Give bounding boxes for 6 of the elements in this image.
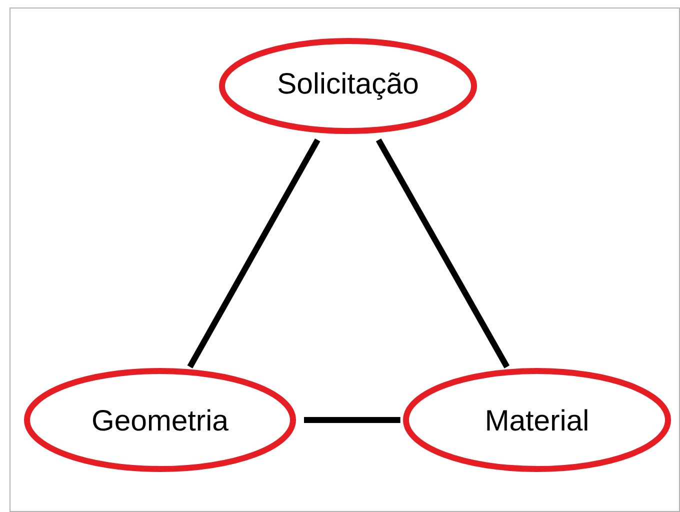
- ellipse-node: Material: [403, 368, 671, 472]
- connector-line: [187, 138, 320, 368]
- ellipse-node: Geometria: [24, 368, 296, 472]
- ellipse-node: Solicitação: [219, 38, 477, 134]
- connector-line: [376, 138, 510, 368]
- connector-line: [304, 417, 400, 423]
